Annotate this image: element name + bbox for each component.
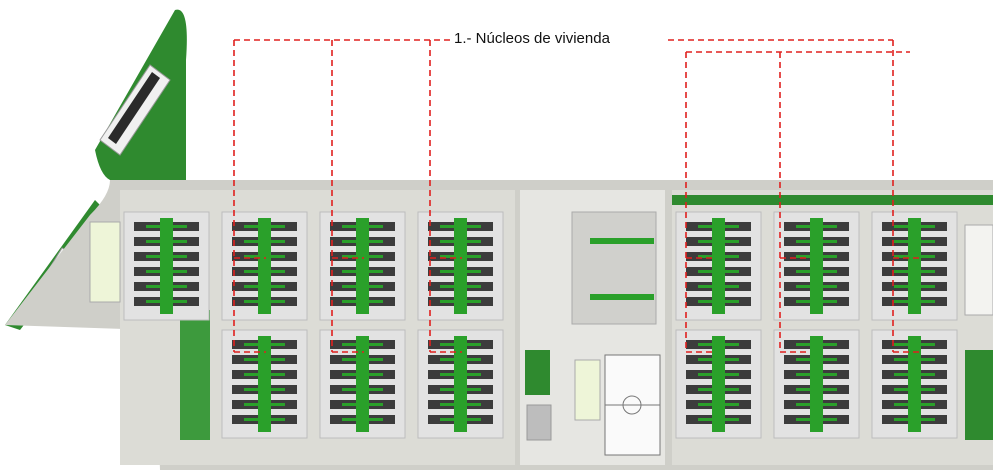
annotation-label: 1.- Núcleos de vivienda <box>450 30 614 47</box>
annotation-leaders <box>233 39 921 353</box>
green-edge-top-right <box>672 195 993 205</box>
housing-block <box>675 329 762 439</box>
housing-block <box>123 211 210 321</box>
housing-block <box>417 211 504 321</box>
housing-block <box>221 329 308 439</box>
housing-blocks <box>123 211 958 439</box>
plaza-pavilion <box>574 359 601 421</box>
pavilion-left <box>89 221 121 303</box>
housing-block <box>773 329 860 439</box>
housing-block <box>417 329 504 439</box>
central-roof-stripe-1 <box>590 238 654 244</box>
green-edge-right <box>965 350 993 440</box>
housing-block <box>319 211 406 321</box>
side-building <box>526 404 552 441</box>
housing-block <box>871 329 958 439</box>
central-roof <box>571 211 657 325</box>
diagonal-building-1 <box>99 64 171 156</box>
green-edge-center <box>525 350 550 395</box>
housing-block <box>675 211 762 321</box>
housing-block <box>319 329 406 439</box>
pavilion-right <box>964 224 993 316</box>
housing-block <box>871 211 958 321</box>
housing-block <box>221 211 308 321</box>
court-center-circle <box>622 395 642 415</box>
housing-block <box>773 211 860 321</box>
green-edge-left <box>180 310 210 440</box>
central-roof-stripe-2 <box>590 294 654 300</box>
